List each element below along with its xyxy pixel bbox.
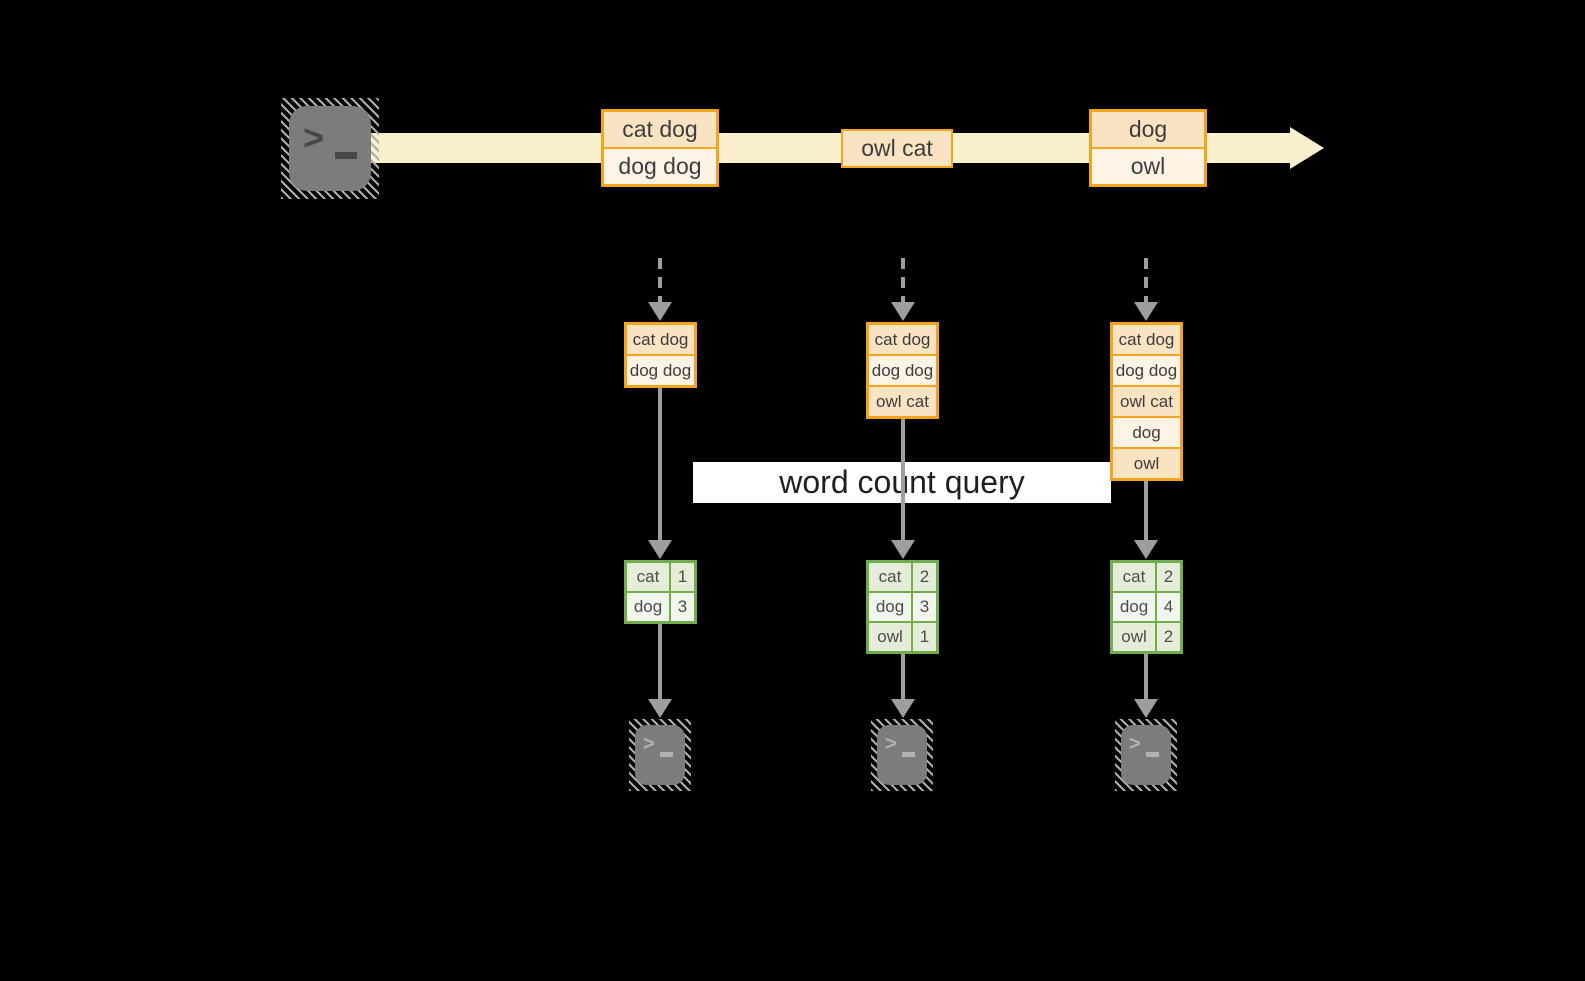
count-table-2: cat 2 dog 3 owl 1 [866, 560, 939, 654]
terminal-prompt-glyph: > [1129, 733, 1141, 755]
event-line: owl [1092, 149, 1204, 184]
terminal-cursor-icon [335, 152, 357, 159]
query-arrow-head-3 [1134, 540, 1158, 559]
count-value-cell: 2 [1157, 563, 1180, 591]
sink-terminal-icon-3: > [1115, 719, 1177, 791]
query-arrow-head-2 [891, 540, 915, 559]
source-terminal-icon: > [281, 98, 379, 199]
stream-event-1: cat dog dog dog [601, 109, 719, 187]
query-arrow-line-3 [1144, 480, 1148, 541]
output-arrow-head-1 [648, 699, 672, 718]
event-line: owl cat [843, 131, 951, 166]
event-line: cat dog [604, 112, 716, 147]
output-arrow-head-3 [1134, 699, 1158, 718]
buffer-line: owl [1113, 449, 1180, 478]
query-arrow-line-1 [658, 386, 662, 541]
ingest-arrow-line-2 [901, 258, 905, 302]
event-buffer-3: cat dog dog dog owl cat dog owl [1110, 322, 1183, 481]
count-table-1: cat 1 dog 3 [624, 560, 697, 624]
count-word-cell: owl [1113, 623, 1155, 651]
stream-arrow-head [1290, 127, 1324, 169]
buffer-line: cat dog [627, 325, 694, 354]
event-buffer-2: cat dog dog dog owl cat [866, 322, 939, 419]
event-line: dog dog [604, 149, 716, 184]
count-value-cell: 1 [671, 563, 694, 591]
buffer-line: cat dog [1113, 325, 1180, 354]
stream-event-2: owl cat [841, 129, 953, 168]
buffer-line: owl cat [869, 387, 936, 416]
count-word-cell: cat [627, 563, 669, 591]
count-value-cell: 1 [913, 623, 936, 651]
buffer-line: dog [1113, 418, 1180, 447]
event-buffer-1: cat dog dog dog [624, 322, 697, 388]
terminal-body: > [877, 725, 927, 785]
ingest-arrow-line-3 [1144, 258, 1148, 302]
terminal-cursor-icon [660, 752, 673, 757]
ingest-arrow-head-3 [1134, 302, 1158, 321]
buffer-line: dog dog [869, 356, 936, 385]
terminal-body: > [289, 106, 371, 191]
buffer-line: dog dog [627, 356, 694, 385]
count-word-cell: dog [869, 593, 911, 621]
terminal-body: > [635, 725, 685, 785]
terminal-prompt-glyph: > [643, 733, 655, 755]
count-word-cell: dog [1113, 593, 1155, 621]
terminal-body: > [1121, 725, 1171, 785]
terminal-cursor-icon [902, 752, 915, 757]
ingest-arrow-head-2 [891, 302, 915, 321]
buffer-line: dog dog [1113, 356, 1180, 385]
terminal-cursor-icon [1146, 752, 1159, 757]
count-table-3: cat 2 dog 4 owl 2 [1110, 560, 1183, 654]
query-arrow-line-2 [901, 418, 905, 541]
event-line: dog [1092, 112, 1204, 147]
count-value-cell: 3 [913, 593, 936, 621]
query-arrow-head-1 [648, 540, 672, 559]
sink-terminal-icon-2: > [871, 719, 933, 791]
count-word-cell: dog [627, 593, 669, 621]
ingest-arrow-line-1 [658, 258, 662, 302]
stream-event-3: dog owl [1089, 109, 1207, 187]
count-value-cell: 2 [913, 563, 936, 591]
count-word-cell: owl [869, 623, 911, 651]
output-arrow-line-1 [658, 624, 662, 700]
buffer-line: cat dog [869, 325, 936, 354]
ingest-arrow-head-1 [648, 302, 672, 321]
sink-terminal-icon-1: > [629, 719, 691, 791]
count-value-cell: 3 [671, 593, 694, 621]
terminal-prompt-glyph: > [885, 733, 897, 755]
output-arrow-head-2 [891, 699, 915, 718]
terminal-prompt-glyph: > [303, 117, 325, 158]
count-value-cell: 4 [1157, 593, 1180, 621]
buffer-line: owl cat [1113, 387, 1180, 416]
output-arrow-line-2 [901, 654, 905, 700]
count-word-cell: cat [869, 563, 911, 591]
count-word-cell: cat [1113, 563, 1155, 591]
output-arrow-line-3 [1144, 654, 1148, 700]
count-value-cell: 2 [1157, 623, 1180, 651]
